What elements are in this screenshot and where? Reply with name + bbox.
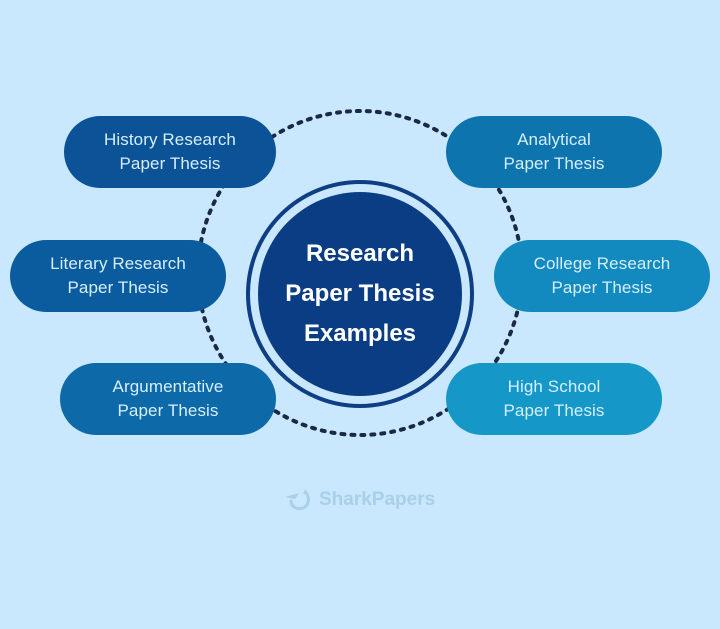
node-history-research: History Research Paper Thesis bbox=[64, 116, 276, 188]
node-label-line: High School bbox=[507, 377, 601, 396]
shark-logo-icon bbox=[285, 489, 310, 511]
node-label-line: Paper Thesis bbox=[503, 154, 605, 173]
node-label-line: Literary Research bbox=[50, 254, 186, 273]
node-label-line: Paper Thesis bbox=[67, 278, 169, 297]
node-label-line: Paper Thesis bbox=[551, 278, 653, 297]
node-high-school: High School Paper Thesis bbox=[446, 363, 662, 435]
watermark-text: SharkPapers bbox=[319, 489, 436, 510]
center-title-line: Paper Thesis bbox=[285, 280, 435, 307]
node-label-line: Paper Thesis bbox=[503, 401, 605, 420]
watermark-logo: SharkPapers bbox=[283, 480, 435, 520]
node-label-line: Argumentative bbox=[112, 377, 224, 396]
node-label-line: College Research bbox=[533, 254, 671, 273]
node-analytical: Analytical Paper Thesis bbox=[446, 116, 662, 188]
center-title-line: Research bbox=[305, 240, 415, 267]
node-argumentative: Argumentative Paper Thesis bbox=[60, 363, 276, 435]
node-label-line: History Research bbox=[104, 130, 236, 149]
node-label-line: Paper Thesis bbox=[117, 401, 219, 420]
node-label-line: Paper Thesis bbox=[119, 154, 221, 173]
node-label-line: Analytical bbox=[517, 130, 591, 149]
node-literary-research: Literary Research Paper Thesis bbox=[10, 240, 226, 312]
node-college-research: College Research Paper Thesis bbox=[494, 240, 710, 312]
center-title-line: Examples bbox=[303, 320, 417, 347]
center-title: Research Paper Thesis Examples bbox=[258, 192, 462, 396]
